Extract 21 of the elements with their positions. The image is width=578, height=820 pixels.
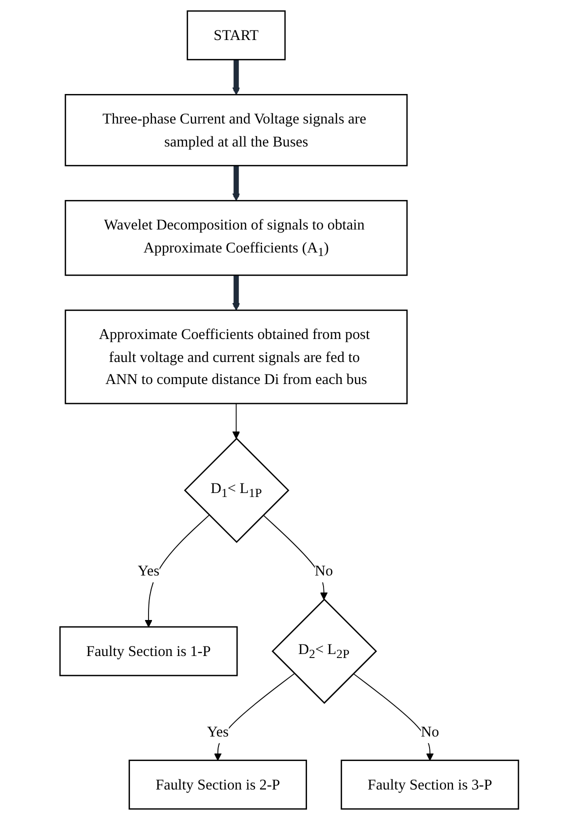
node-box: Three-phase Current and Voltage signals are sampled at all the Buses <box>64 94 408 166</box>
edge-label: Yes <box>137 562 160 579</box>
node-box: Faulty Section is 1-P <box>59 626 238 676</box>
arrow <box>232 166 240 201</box>
node-box: Wavelet Decomposition of signals to obtain Approximate Coefficients (A$_{1}$) <box>64 200 408 276</box>
edge-label: Yes <box>206 723 228 740</box>
arrow <box>262 514 328 600</box>
arrow <box>232 275 240 311</box>
node-box: Faulty Section is 2-P <box>128 760 307 810</box>
node-diamond: D$_{1}$< L$_{1P}$ <box>184 438 290 544</box>
arrow <box>232 60 240 96</box>
node-box: Approximate Coefficients obtained from post fault voltage and current signals are fed to ANN to compute distance Di from each bus <box>64 310 408 404</box>
arrow <box>352 673 434 761</box>
edge-label: No <box>314 562 333 579</box>
edge-label: No <box>420 723 439 740</box>
arrow <box>144 514 210 628</box>
arrow <box>232 403 240 439</box>
arrow <box>214 673 295 761</box>
node-diamond: D$_{2}$< L$_{2P}$ <box>271 598 377 704</box>
node-box: Faulty Section is 3-P <box>340 760 519 810</box>
node-box: START <box>186 10 286 60</box>
